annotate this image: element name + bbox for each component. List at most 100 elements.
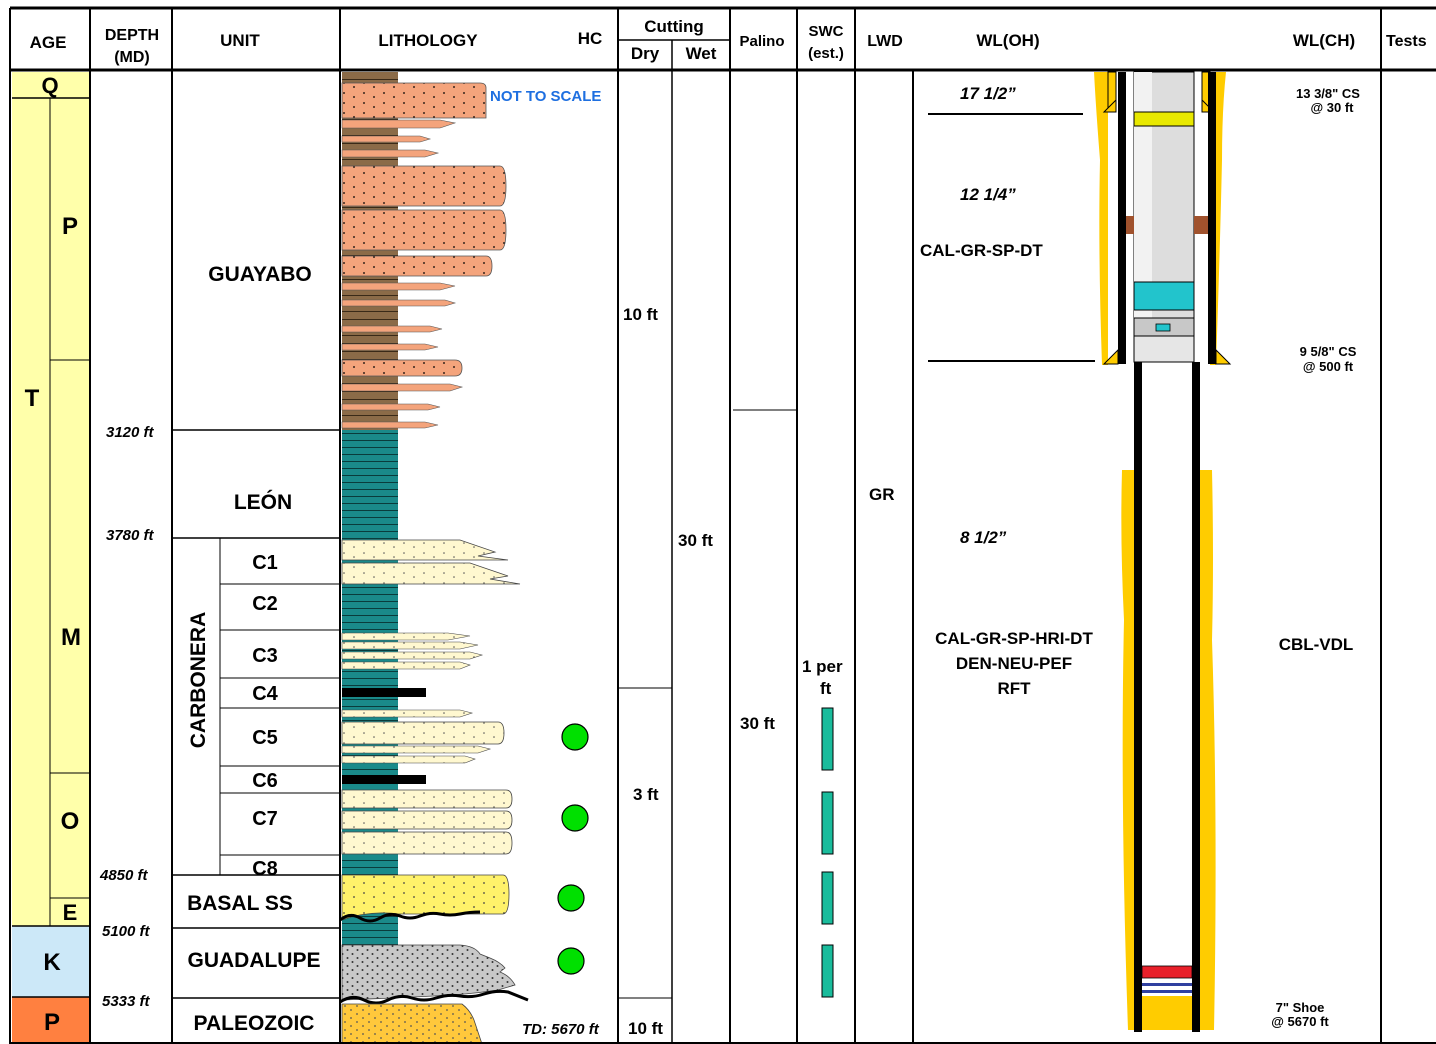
sand-bed xyxy=(341,651,484,660)
header-palino: Palino xyxy=(739,33,784,50)
cutting-dry-interval: 10 ft xyxy=(623,305,658,324)
age-t-epochs xyxy=(50,98,90,926)
unit-member: C6 xyxy=(252,770,278,792)
wl-ch-column: 13 3/8" CS @ 30 ft 9 5/8" CS @ 500 ft CB… xyxy=(1271,86,1360,1029)
depth-label: 3120 ft xyxy=(106,424,155,441)
header-swc-est: (est.) xyxy=(808,45,844,62)
casing-wall xyxy=(1208,72,1216,364)
age-k-cell xyxy=(12,926,90,997)
age-p-cell xyxy=(12,997,90,1044)
sand-bed xyxy=(341,119,457,129)
age-column: Q T P M O E K P xyxy=(12,72,90,1044)
sand-bed xyxy=(341,632,471,641)
depth-label: 5100 ft xyxy=(102,923,151,940)
swc-sample-bar xyxy=(821,707,834,771)
depth-label: 5333 ft xyxy=(102,993,151,1010)
coal-bed xyxy=(342,775,426,784)
wl-oh-log-suite: RFT xyxy=(997,679,1031,698)
guadalupe-sand xyxy=(341,944,516,1001)
sand-bed xyxy=(341,282,456,291)
sand-bed xyxy=(341,135,432,143)
hc-indicator xyxy=(561,723,589,751)
unit-paleozoic: PALEOZOIC xyxy=(194,1012,315,1035)
header-wl-ch: WL(CH) xyxy=(1293,31,1355,50)
basal-sand xyxy=(341,874,510,921)
swc-rate-unit: ft xyxy=(820,679,832,698)
sand-bed xyxy=(341,709,474,718)
shoe-depth: @ 5670 ft xyxy=(1271,1014,1329,1029)
unit-guadalupe: GUADALUPE xyxy=(187,949,320,972)
swc-sample-bar xyxy=(821,871,834,925)
sand-bed xyxy=(341,831,513,855)
hc-indicator xyxy=(561,804,589,832)
header-lwd: LWD xyxy=(867,33,903,50)
cement-sheath xyxy=(1121,470,1134,1030)
casing-label: 9 5/8" CS xyxy=(1300,344,1357,359)
palino-interval: 30 ft xyxy=(740,714,775,733)
sand-bed xyxy=(341,209,507,251)
swc-sample-bar xyxy=(821,944,834,998)
note-not-to-scale: NOT TO SCALE xyxy=(490,88,601,105)
header-wet: Wet xyxy=(686,44,717,63)
unconformity-line xyxy=(339,989,529,1005)
age-epoch-e-label: E xyxy=(63,900,78,925)
unit-basal-ss: BASAL SS xyxy=(187,892,293,915)
age-q-cell xyxy=(12,72,90,98)
unit-member: C3 xyxy=(252,645,278,667)
unit-guayabo: GUAYABO xyxy=(208,263,311,286)
hole-size: 17 1/2” xyxy=(960,84,1016,103)
unit-member: C1 xyxy=(252,552,278,574)
sand-bed xyxy=(341,403,441,411)
coal-bed xyxy=(342,688,426,697)
sand-bed xyxy=(341,82,487,119)
hole-size: 8 1/2” xyxy=(960,528,1007,547)
hc-markers xyxy=(557,723,589,975)
sand-bed xyxy=(341,325,443,333)
depth-label: 3780 ft xyxy=(106,527,155,544)
casing-wall xyxy=(1134,362,1142,1032)
sand-bed xyxy=(341,343,439,351)
sand-bed xyxy=(341,383,464,392)
age-k-label: K xyxy=(43,949,61,976)
hc-indicator xyxy=(557,884,585,912)
header-lithology: LITHOLOGY xyxy=(378,31,478,50)
tubing-collar xyxy=(1133,111,1195,127)
depth-label: 4850 ft xyxy=(99,867,149,884)
unit-member: C8 xyxy=(252,858,278,880)
sand-bed xyxy=(341,165,507,207)
depth-column: 3120 ft 3780 ft 4850 ft 5100 ft 5333 ft xyxy=(99,424,155,1010)
note-td: TD: 5670 ft xyxy=(522,1021,600,1038)
casing-wall xyxy=(1118,72,1126,364)
header-dry: Dry xyxy=(631,44,660,63)
unit-member: C4 xyxy=(252,683,278,705)
header-depth-unit: (MD) xyxy=(114,49,150,66)
sand-bed xyxy=(341,789,513,809)
sand-bed xyxy=(341,299,457,307)
sand-bed xyxy=(341,755,476,764)
casing-depth: @ 500 ft xyxy=(1303,359,1354,374)
swc-rate: 1 per xyxy=(802,657,843,676)
unit-member: C2 xyxy=(252,593,278,615)
header-hc: HC xyxy=(578,29,603,48)
packer xyxy=(1133,281,1195,311)
header-unit: UNIT xyxy=(220,31,260,50)
age-t-label: T xyxy=(25,385,40,412)
shoe-cement xyxy=(1142,996,1192,1030)
age-epoch-o-label: O xyxy=(61,808,80,835)
sand-bed xyxy=(341,421,439,429)
lwd-log: GR xyxy=(869,485,895,504)
casing-label: 13 3/8" CS xyxy=(1296,86,1360,101)
wl-oh-column: 17 1/2” 12 1/4” CAL-GR-SP-DT 8 1/2” CAL-… xyxy=(920,84,1095,698)
sand-bed xyxy=(341,661,471,670)
age-q-label: Q xyxy=(41,73,58,98)
unit-member: C5 xyxy=(252,727,278,749)
hole-size: 12 1/4” xyxy=(960,185,1016,204)
cutting-dry-interval: 3 ft xyxy=(633,785,659,804)
cement-sheath xyxy=(1094,72,1108,365)
header-row: AGE DEPTH (MD) UNIT LITHOLOGY HC Cutting… xyxy=(30,17,1427,66)
sand-bed xyxy=(341,562,521,585)
sand-bed xyxy=(341,745,492,754)
hc-indicator xyxy=(557,947,585,975)
